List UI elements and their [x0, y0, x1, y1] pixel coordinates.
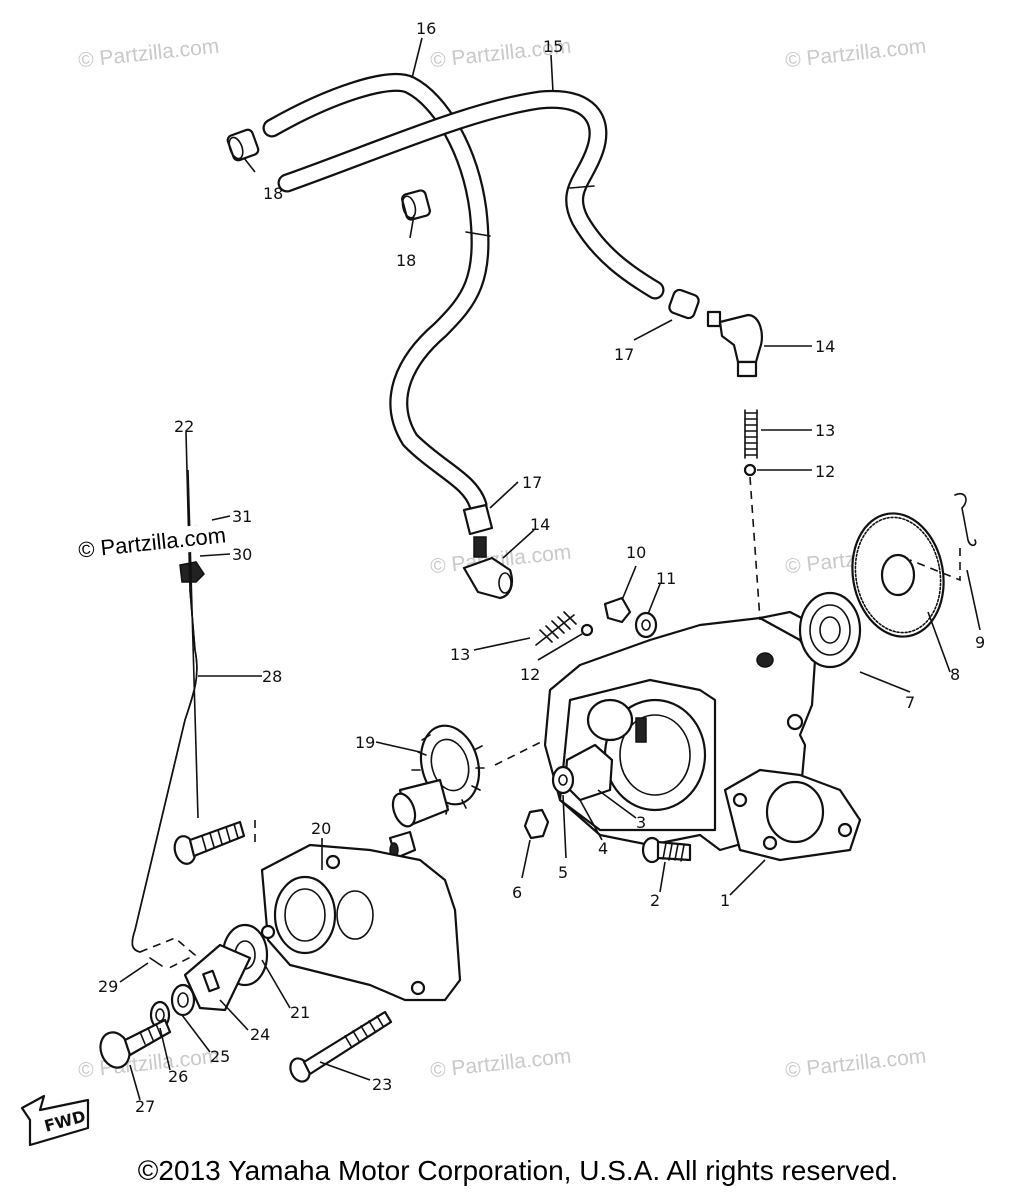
- callout-16: 16: [416, 19, 436, 38]
- screw-23[interactable]: [287, 1010, 393, 1085]
- washer-5[interactable]: [551, 765, 575, 795]
- callout-13-upper: 13: [815, 421, 835, 440]
- bolt-2[interactable]: [641, 836, 692, 864]
- callout-3: 3: [636, 813, 646, 832]
- gear-8[interactable]: [843, 506, 953, 644]
- callout-13-lower: 13: [450, 645, 470, 664]
- callout-26: 26: [168, 1067, 188, 1086]
- ball-12-lower[interactable]: [580, 623, 594, 637]
- callout-11: 11: [656, 569, 676, 588]
- spring-13-upper[interactable]: [744, 409, 758, 459]
- callout-14-upper: 14: [815, 337, 835, 356]
- hose-clip-18-upper[interactable]: [226, 128, 260, 162]
- pin-29[interactable]: [149, 957, 163, 967]
- callout-10: 10: [626, 543, 646, 562]
- callout-23: 23: [372, 1075, 392, 1094]
- alignment-line: [749, 476, 761, 621]
- clip-17-lower[interactable]: [462, 503, 494, 536]
- spring-13-lower[interactable]: [535, 611, 577, 646]
- callout-18-lower: 18: [396, 251, 416, 270]
- callout-18-upper: 18: [263, 184, 283, 203]
- callout-25: 25: [210, 1047, 230, 1066]
- bearing-7[interactable]: [798, 591, 862, 669]
- cover-20[interactable]: [260, 843, 462, 1002]
- callout-22: 22: [174, 417, 194, 436]
- callout-4: 4: [598, 839, 608, 858]
- callout-6: 6: [512, 883, 522, 902]
- callout-28: 28: [262, 667, 282, 686]
- callout-5: 5: [558, 863, 568, 882]
- callouts: 16 15 18 18 17 14 13 12 17 14 13 12 10 1…: [98, 19, 985, 1116]
- callout-12-lower: 12: [520, 665, 540, 684]
- callout-31: 31: [232, 507, 252, 526]
- callout-19: 19: [355, 733, 375, 752]
- gear-shaft-19[interactable]: [388, 719, 488, 860]
- callout-12-upper: 12: [815, 462, 835, 481]
- fwd-arrow: FWD: [20, 1094, 90, 1147]
- callout-1: 1: [720, 891, 730, 910]
- copyright-notice: ©2013 Yamaha Motor Corporation, U.S.A. A…: [137, 1155, 899, 1186]
- plug-10[interactable]: [603, 596, 632, 624]
- callout-24: 24: [250, 1025, 270, 1044]
- nut-30[interactable]: [179, 561, 205, 583]
- callout-20: 20: [311, 819, 331, 838]
- hose-16[interactable]: [262, 72, 491, 515]
- clip-9[interactable]: [954, 492, 977, 547]
- alignment-line: [139, 937, 197, 971]
- leader-lines: [119, 37, 981, 1101]
- clip-17-upper[interactable]: [668, 288, 701, 320]
- ball-12-upper[interactable]: [743, 463, 757, 477]
- callout-17-upper: 17: [614, 345, 634, 364]
- callout-8: 8: [950, 665, 960, 684]
- lever-24[interactable]: [183, 943, 252, 1012]
- callout-17-lower: 17: [522, 473, 542, 492]
- callout-30: 30: [232, 545, 252, 564]
- washer-25[interactable]: [170, 983, 196, 1017]
- callout-14-lower: 14: [530, 515, 550, 534]
- rod-28[interactable]: [131, 589, 198, 953]
- callout-29: 29: [98, 977, 118, 996]
- alignment-line: [909, 548, 961, 582]
- alignment-line: [494, 739, 546, 766]
- banjo-bolt-14-upper[interactable]: [706, 310, 764, 378]
- callout-2: 2: [650, 891, 660, 910]
- exploded-view: FWD: [20, 19, 985, 1147]
- hose-clip-18-lower[interactable]: [400, 189, 431, 221]
- banjo-bolt-14-lower[interactable]: [462, 536, 514, 600]
- callout-15: 15: [543, 37, 563, 56]
- hose-15[interactable]: [277, 89, 665, 300]
- screw-22[interactable]: [172, 820, 246, 866]
- bolt-27[interactable]: [96, 1018, 172, 1072]
- callout-27: 27: [135, 1097, 155, 1116]
- callout-9: 9: [975, 633, 985, 652]
- callout-21: 21: [290, 1003, 310, 1022]
- nut-6[interactable]: [523, 808, 550, 840]
- callout-7: 7: [905, 693, 915, 712]
- washer-11[interactable]: [634, 611, 658, 639]
